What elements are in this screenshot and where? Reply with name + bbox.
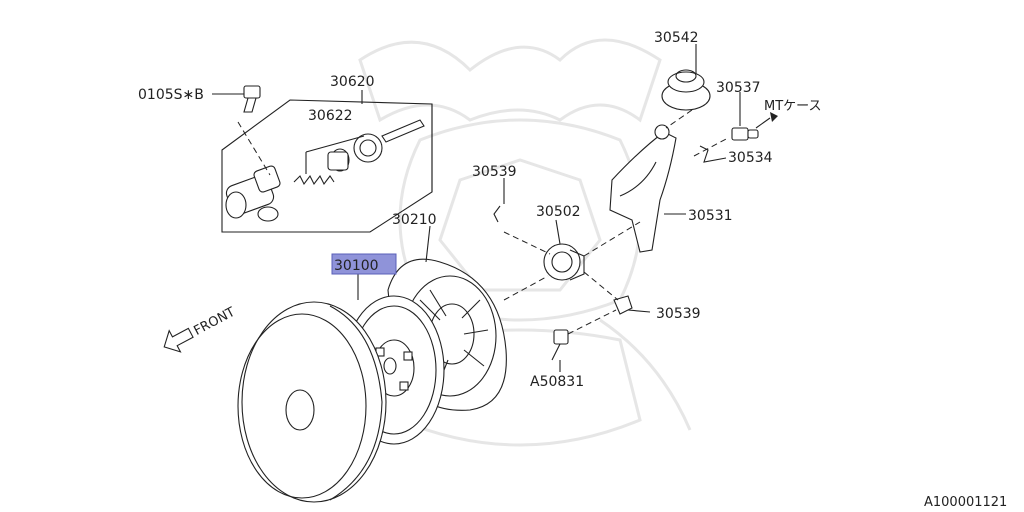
label-30537[interactable]: 30537 — [716, 80, 761, 96]
label-30534[interactable]: 30534 — [728, 150, 773, 166]
label-30531[interactable]: 30531 — [688, 208, 733, 224]
label-30542[interactable]: 30542 — [654, 30, 699, 46]
label-30502[interactable]: 30502 — [536, 204, 581, 220]
release-fork-30531[interactable] — [609, 124, 677, 253]
label-a50831[interactable]: A50831 — [530, 374, 584, 390]
label-mt-case: MTケース — [764, 99, 822, 114]
label-30100[interactable]: 30100 — [334, 258, 379, 274]
boot-30542[interactable] — [661, 69, 711, 111]
label-30539-bottom[interactable]: 30539 — [656, 306, 701, 322]
label-bolt-code[interactable]: 0105S∗B — [138, 87, 204, 103]
label-30622[interactable]: 30622 — [308, 108, 353, 124]
clip-30539-bottom[interactable] — [613, 295, 633, 315]
highlight-30100[interactable] — [331, 253, 397, 275]
alignment-lines — [503, 109, 729, 335]
figure-id: A100001121 — [924, 495, 1007, 510]
bolt-0105s[interactable] — [212, 85, 261, 113]
label-30210[interactable]: 30210 — [392, 212, 437, 228]
slave-cylinder-assembly[interactable] — [221, 99, 433, 233]
pivot-30537[interactable] — [731, 127, 759, 141]
leader-lines — [305, 44, 778, 372]
label-30620[interactable]: 30620 — [330, 74, 375, 90]
clip-30539-top[interactable] — [493, 205, 501, 223]
front-arrow: FRONT — [163, 305, 238, 353]
bolt-a50831[interactable] — [551, 329, 569, 361]
release-bearing-30502[interactable] — [543, 243, 585, 281]
label-30539-top[interactable]: 30539 — [472, 164, 517, 180]
flywheel[interactable] — [237, 301, 387, 503]
front-label: FRONT — [191, 305, 237, 339]
